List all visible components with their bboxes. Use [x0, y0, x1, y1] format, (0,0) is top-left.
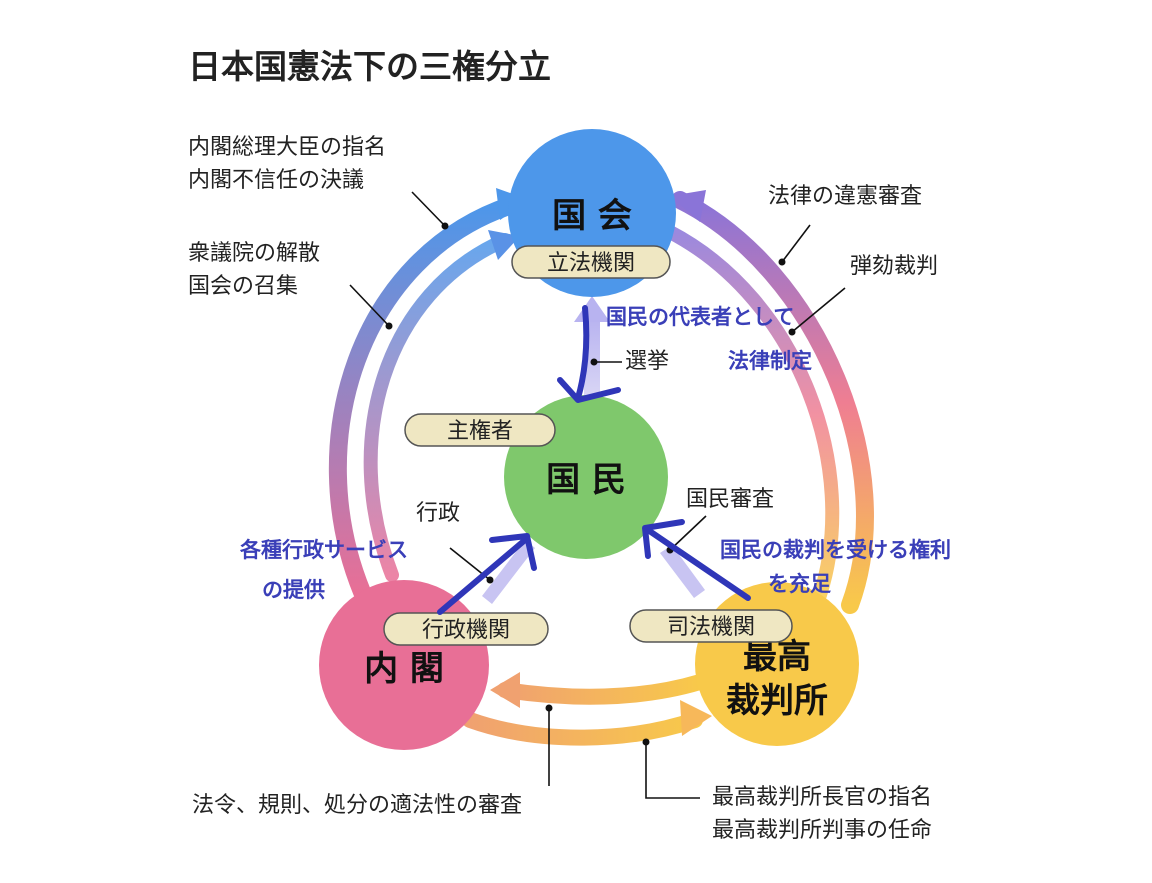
- handwritten-arrow-diet-to-people: [557, 305, 621, 403]
- court-tag: 司法機関: [667, 615, 755, 640]
- leader-appointment: [645, 742, 700, 799]
- leader-impeachment: [791, 287, 846, 333]
- label-convocation: 国会の召集: [188, 274, 298, 299]
- annotation-representative: 国民の代表者として: [606, 305, 794, 329]
- label-justices: 最高裁判所判事の任命: [712, 818, 932, 843]
- arrow-cabinet-to-diet-outer: [328, 196, 521, 601]
- diet-label: 国 会: [552, 196, 632, 236]
- people-label: 国 民: [546, 460, 626, 500]
- arrow-court-to-cabinet: [497, 674, 708, 705]
- label-election: 選挙: [625, 349, 669, 374]
- annotation-trial-right-2: を充足: [768, 572, 831, 596]
- administration-arrow: [482, 540, 535, 604]
- diet-tag-box: [511, 245, 671, 279]
- label-chief-justice: 最高裁判所長官の指名: [712, 785, 932, 810]
- label-legality-review: 法令、規則、処分の適法性の審査: [192, 793, 522, 818]
- handwritten-arrow-cabinet-to-people: [437, 533, 537, 615]
- people-tag: 主権者: [447, 419, 513, 444]
- label-judicial-review: 法律の違憲審査: [768, 184, 922, 209]
- annotation-services-2: の提供: [262, 578, 325, 602]
- leader-dissolve: [349, 284, 390, 327]
- diet-tag: 立法機関: [547, 251, 635, 276]
- court-label-line1: 最高: [743, 637, 811, 677]
- cabinet-label: 内 閣: [364, 649, 444, 689]
- leader-dots: [385, 222, 796, 746]
- annotation-trial-right-1: 国民の裁判を受ける権利: [720, 538, 951, 562]
- label-administration: 行政: [416, 501, 460, 526]
- label-impeachment: 弾劾裁判: [850, 254, 938, 279]
- handwritten-arrow-court-to-people: [642, 519, 751, 601]
- arrow-diet-to-court-inner: [663, 225, 840, 602]
- label-pm-nomination: 内閣総理大臣の指名: [188, 135, 386, 160]
- arrow-cabinet-to-court: [462, 712, 703, 746]
- arrow-diet-to-cabinet-inner: [363, 233, 512, 582]
- node-diet: 国 会 立法機関: [508, 129, 676, 297]
- leader-unconstitutional: [781, 224, 811, 263]
- label-no-confidence: 内閣不信任の決議: [188, 168, 364, 193]
- court-label-line2: 裁判所: [726, 681, 828, 721]
- node-people: 国 民 主権者: [404, 395, 668, 559]
- node-supreme-court: 最高 裁判所 司法機関: [629, 582, 859, 746]
- leader-cabinet-to-diet: [411, 191, 446, 227]
- leader-review: [669, 515, 707, 551]
- arrow-court-to-diet-outer: [671, 191, 874, 614]
- annotation-services-1: 各種行政サービス: [239, 538, 408, 562]
- label-national-review: 国民審査: [686, 487, 774, 512]
- handwritten-annotations: [437, 305, 751, 615]
- arrowhead-to-court: [680, 700, 712, 736]
- people-tag-box: [404, 413, 556, 447]
- diagram-title: 日本国憲法下の三権分立: [188, 47, 551, 86]
- arrowhead-to-cabinet: [490, 672, 520, 708]
- election-arrowhead: [574, 296, 610, 322]
- cycle-arrows: [328, 191, 874, 746]
- label-dissolution: 衆議院の解散: [188, 241, 320, 266]
- cabinet-tag: 行政機関: [422, 618, 510, 643]
- cabinet-tag-box: [383, 612, 549, 646]
- node-cabinet: 内 閣 行政機関: [319, 580, 549, 750]
- court-tag-box: [629, 609, 793, 643]
- leader-lines: [349, 191, 846, 799]
- review-arrow: [660, 545, 705, 598]
- annotation-lawmaking: 法律制定: [728, 349, 812, 373]
- arrowhead-to-diet-right: [670, 190, 706, 222]
